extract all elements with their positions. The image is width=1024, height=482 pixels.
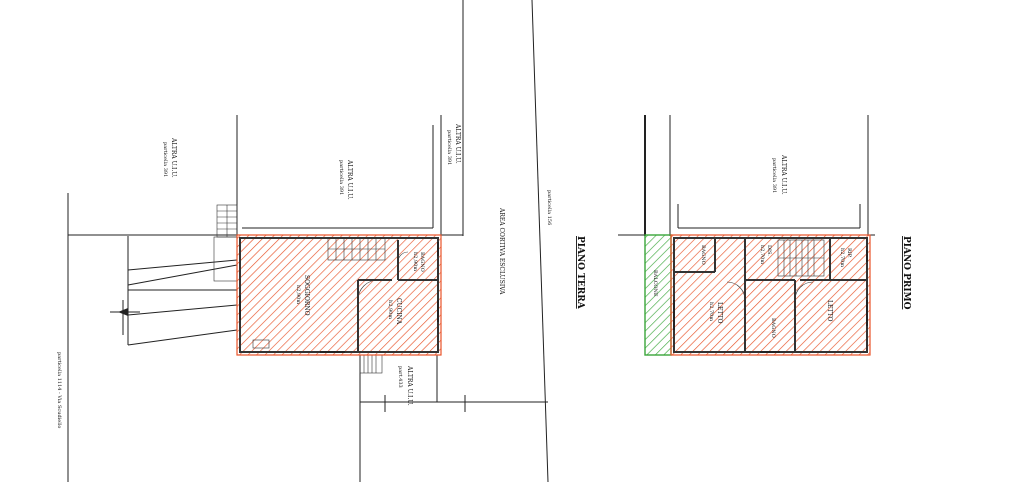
label-altra-uiu-left-ref: particella 391	[162, 142, 168, 177]
ground-floor-context-lines	[67, 0, 549, 482]
ff-label-altra-uiu: ALTRA U.I.U.	[780, 154, 787, 195]
ff-room-bagno-2-name: BAGNO	[770, 318, 776, 338]
ff-room-bagno: BAGNO	[700, 245, 706, 265]
label-altra-uiu-bottom-ref: part.433	[397, 366, 403, 388]
ff-room-rip-name: RIP.	[846, 248, 852, 258]
room-soggiorno-name: SOGGIORNO	[303, 275, 310, 316]
room-cucina-detail: h2,90m	[387, 300, 393, 319]
label-altra-uiu-center-ref: particella 391	[338, 160, 344, 195]
first-floor-context-lines	[618, 115, 875, 236]
label-altra-uiu-center: ALTRA U.I.U.	[346, 159, 353, 200]
ff-room-dis-detail: h2,70m	[759, 245, 765, 264]
first-floor-title: PIANO PRIMO	[901, 236, 911, 310]
room-soggiorno-detail: h2,90m	[295, 285, 301, 304]
first-floor-unit	[670, 234, 871, 356]
ff-room-balcone: BALCONE	[652, 270, 658, 297]
label-altra-uiu-right: ALTRA U.I.U.	[454, 123, 461, 164]
room-bagno-detail: h2,90m	[412, 252, 418, 271]
ff-room-letto-2-name: LETTO	[826, 300, 833, 321]
room-bagno-name: BAGNO	[419, 252, 425, 272]
ground-floor-title: PIANO TERRA	[575, 236, 585, 310]
label-particella-156: particella 156	[546, 190, 552, 225]
label-altra-uiu-right-ref: particella 391	[446, 130, 452, 165]
ff-room-letto-1-name: LETTO	[716, 302, 723, 323]
ground-floor-unit	[236, 234, 442, 356]
ff-room-dis-name: DIS.	[766, 245, 772, 256]
label-area-cortiva: AREA CORTIVA ESCLUSIVA	[498, 207, 505, 295]
ff-label-altra-uiu-ref: particella 391	[771, 158, 777, 193]
label-street: particella 1114 - Via Scudiello	[56, 352, 62, 428]
label-altra-uiu-left: ALTRA U.I.U.	[170, 137, 177, 178]
room-cucina-name: CUCINA	[395, 298, 402, 325]
ff-room-letto-1-detail: h2,70m	[708, 302, 714, 321]
ff-room-rip-detail: h2,70m	[839, 248, 845, 267]
label-altra-uiu-bottom: ALTRA U.I.U.	[406, 365, 413, 406]
